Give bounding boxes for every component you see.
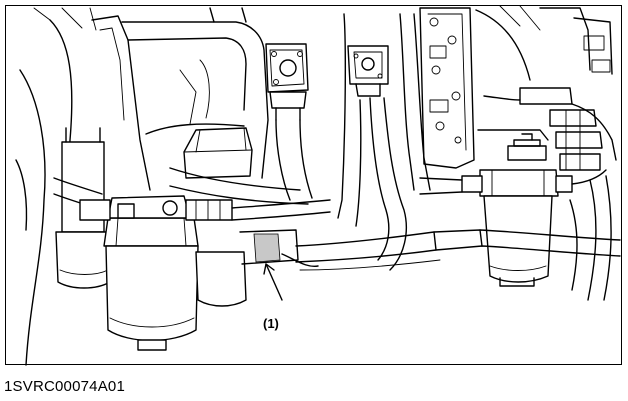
right-side-components: [475, 5, 617, 301]
solenoid-valve: [265, 43, 309, 121]
transmission-housing: [121, 7, 269, 179]
bracket-box: [183, 127, 253, 179]
frame-rail: [295, 229, 621, 271]
left-oil-filter: [79, 195, 331, 351]
right-oil-filter: [419, 133, 607, 287]
callout-label: (1): [263, 316, 279, 331]
valve-body-panel: [419, 7, 475, 169]
figure-code: 1SVRC00074A01: [4, 378, 126, 395]
sensor-block: [347, 45, 389, 97]
pipe-run-center: [337, 13, 431, 271]
sensor-target: [239, 229, 319, 301]
